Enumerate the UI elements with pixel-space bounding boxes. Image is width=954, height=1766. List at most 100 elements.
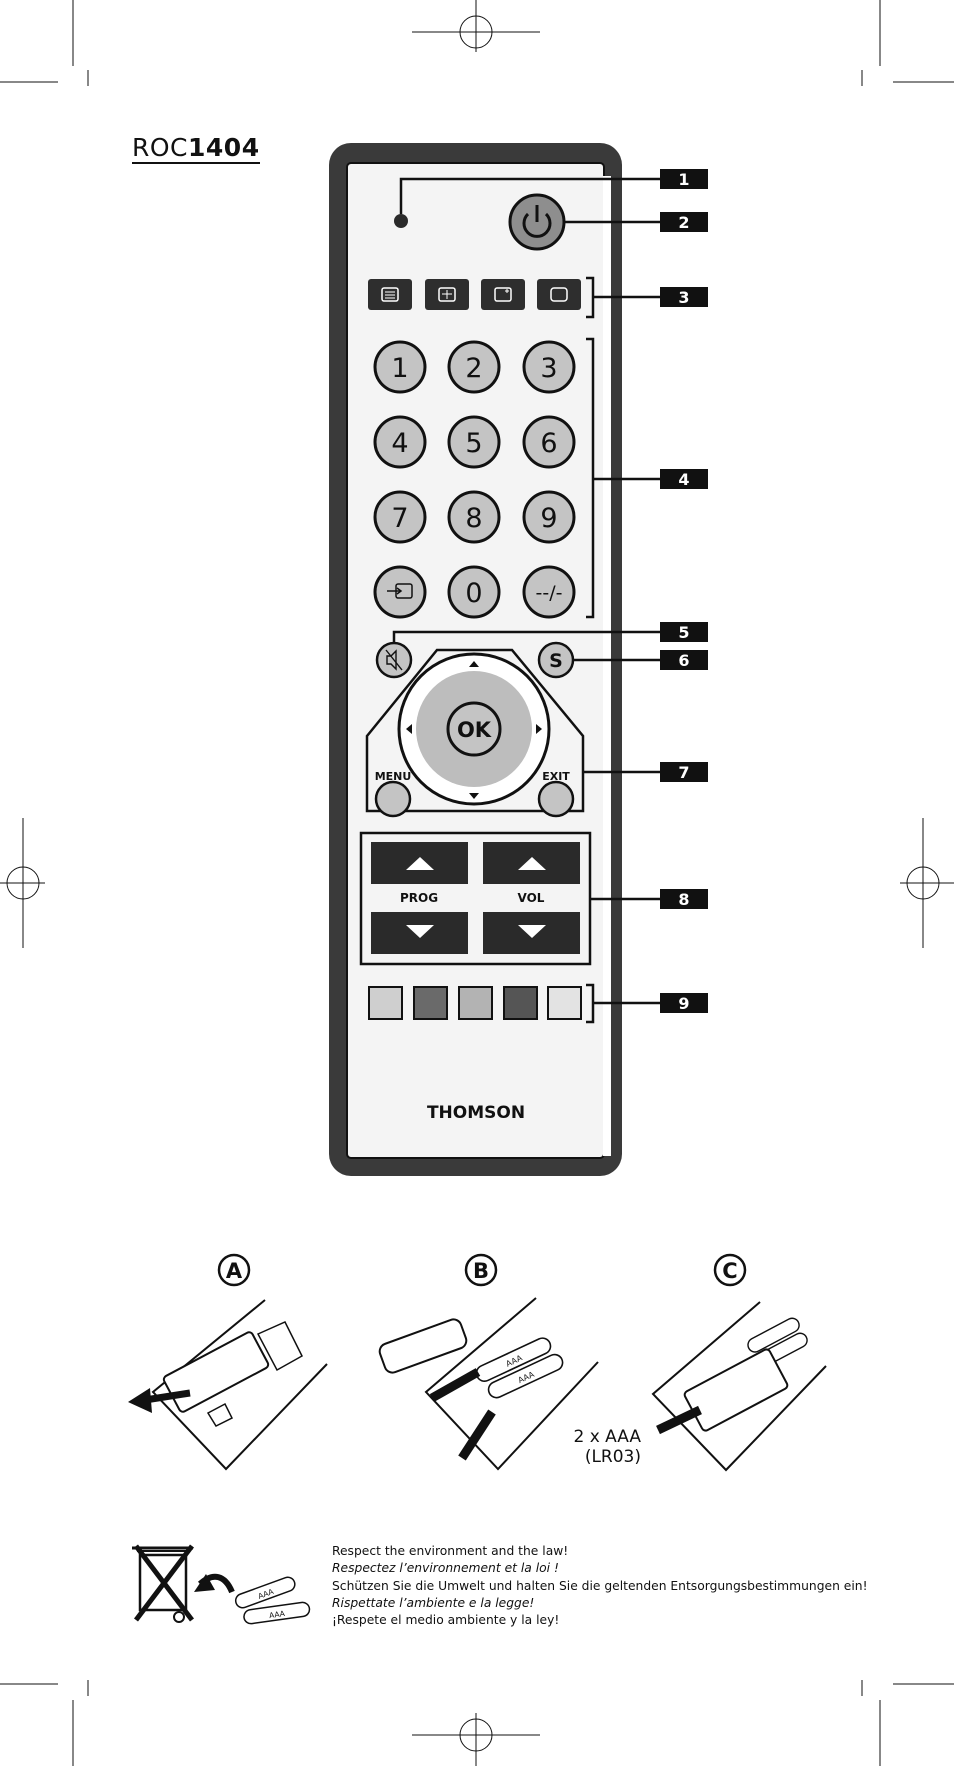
- mute-button[interactable]: [375, 641, 413, 679]
- brand-logo: THOMSON: [427, 1103, 525, 1123]
- battery-cover: [162, 1331, 270, 1413]
- menu-button[interactable]: [374, 780, 412, 818]
- battery-icon: [487, 1353, 564, 1399]
- ok-button[interactable]: OK: [446, 701, 502, 757]
- model-title: ROC1404: [132, 134, 260, 164]
- digit-label: --/-: [536, 582, 563, 604]
- remote-highlight: [603, 176, 611, 1156]
- step-b-illustration: AAA AAA: [378, 1297, 599, 1471]
- svg-text:5: 5: [678, 623, 689, 642]
- triangle-down-icon: [518, 925, 546, 938]
- prog-label: PROG: [400, 891, 438, 905]
- up-arrow-icon[interactable]: [469, 661, 479, 667]
- left-arrow-icon[interactable]: [406, 724, 412, 734]
- svg-text:B: B: [473, 1259, 489, 1283]
- digit-button-7[interactable]: 7: [373, 490, 427, 544]
- source-button[interactable]: [373, 565, 427, 619]
- digit-button-4[interactable]: 4: [373, 415, 427, 469]
- callout-5: 5: [660, 622, 708, 642]
- ok-label: OK: [457, 718, 492, 742]
- battery-cover-removed: [378, 1318, 468, 1374]
- digit-button-2[interactable]: 2: [447, 340, 501, 394]
- navigation-cluster: OK MENU EXIT: [365, 648, 585, 818]
- teletext-mix-button[interactable]: [425, 279, 469, 310]
- digit-button-1[interactable]: 1: [373, 340, 427, 394]
- callout-2: 2: [660, 212, 708, 232]
- s-icon: S: [549, 650, 563, 672]
- prog-up-button[interactable]: [371, 842, 468, 884]
- svg-text:C: C: [722, 1259, 737, 1283]
- callout-3: 3: [660, 287, 708, 307]
- digit-button-6[interactable]: 6: [522, 415, 576, 469]
- step-a-marker: A: [217, 1253, 251, 1287]
- digit-label: 5: [465, 428, 482, 459]
- power-button[interactable]: [508, 193, 566, 251]
- callout-6: 6: [660, 650, 708, 670]
- digit-label: 3: [540, 353, 557, 384]
- callout-4: 4: [660, 469, 708, 489]
- down-arrow-icon[interactable]: [469, 793, 479, 799]
- callout-7: 7: [660, 762, 708, 782]
- digit-label: 6: [540, 428, 557, 459]
- led-indicator: [394, 214, 408, 228]
- digit-label: 4: [391, 428, 408, 459]
- teletext-icon: [381, 287, 399, 302]
- digit-label: 8: [465, 503, 482, 534]
- color-key-1[interactable]: [368, 986, 403, 1020]
- battery-icon: [243, 1601, 311, 1625]
- step-c-illustration: [651, 1301, 827, 1472]
- svg-text:AAA: AAA: [268, 1609, 286, 1620]
- double-digit-button[interactable]: --/-: [522, 565, 576, 619]
- prog-down-button[interactable]: [371, 912, 468, 954]
- svg-text:8: 8: [678, 890, 689, 909]
- model-prefix: ROC: [132, 133, 189, 162]
- exit-button[interactable]: [537, 780, 575, 818]
- digit-label: 0: [465, 578, 482, 609]
- digit-button-9[interactable]: 9: [522, 490, 576, 544]
- digit-button-3[interactable]: 3: [522, 340, 576, 394]
- menu-label: MENU: [375, 770, 412, 783]
- right-arrow-icon[interactable]: [536, 724, 542, 734]
- power-icon: [522, 212, 552, 238]
- color-key-3[interactable]: [458, 986, 493, 1020]
- color-keys: [368, 986, 582, 1020]
- surround-button[interactable]: S: [537, 641, 575, 679]
- callout-9: 9: [660, 993, 708, 1013]
- arrow-icon: [144, 1389, 191, 1404]
- svg-text:4: 4: [678, 470, 689, 489]
- teletext-button[interactable]: [368, 279, 412, 310]
- screen-icon: [550, 287, 568, 302]
- insert-arrow-icon: [429, 1368, 481, 1402]
- svg-text:1: 1: [678, 170, 689, 189]
- battery-spec: 2 x AAA (LR03): [541, 1427, 641, 1467]
- screen-plus-icon: [494, 287, 512, 302]
- callout-1: 1: [660, 169, 708, 189]
- environment-notice: Respect the environment and the law! Res…: [332, 1543, 932, 1629]
- color-key-5[interactable]: [547, 986, 582, 1020]
- exit-label: EXIT: [542, 770, 570, 783]
- digit-button-0[interactable]: 0: [447, 565, 501, 619]
- teletext-mix-icon: [438, 287, 456, 302]
- step-b-marker: B: [464, 1253, 498, 1287]
- vol-down-button[interactable]: [483, 912, 580, 954]
- triangle-up-icon: [406, 857, 434, 870]
- digit-button-5[interactable]: 5: [447, 415, 501, 469]
- battery-count: 2 x AAA: [573, 1427, 641, 1447]
- svg-text:9: 9: [678, 994, 689, 1013]
- vol-label: VOL: [518, 891, 545, 905]
- screen-plus-button[interactable]: [481, 279, 525, 310]
- vol-up-button[interactable]: [483, 842, 580, 884]
- digit-button-8[interactable]: 8: [447, 490, 501, 544]
- svg-text:3: 3: [678, 288, 689, 307]
- function-keys: [368, 279, 581, 310]
- color-key-2[interactable]: [413, 986, 448, 1020]
- callout-8: 8: [660, 889, 708, 909]
- color-key-4[interactable]: [503, 986, 538, 1020]
- callout-lines: [392, 177, 660, 1024]
- svg-text:7: 7: [678, 763, 689, 782]
- triangle-down-icon: [406, 925, 434, 938]
- screen-button[interactable]: [537, 279, 581, 310]
- step-c-marker: C: [713, 1253, 747, 1287]
- notice-it: Rispettate l’ambiente e la legge!: [332, 1595, 535, 1610]
